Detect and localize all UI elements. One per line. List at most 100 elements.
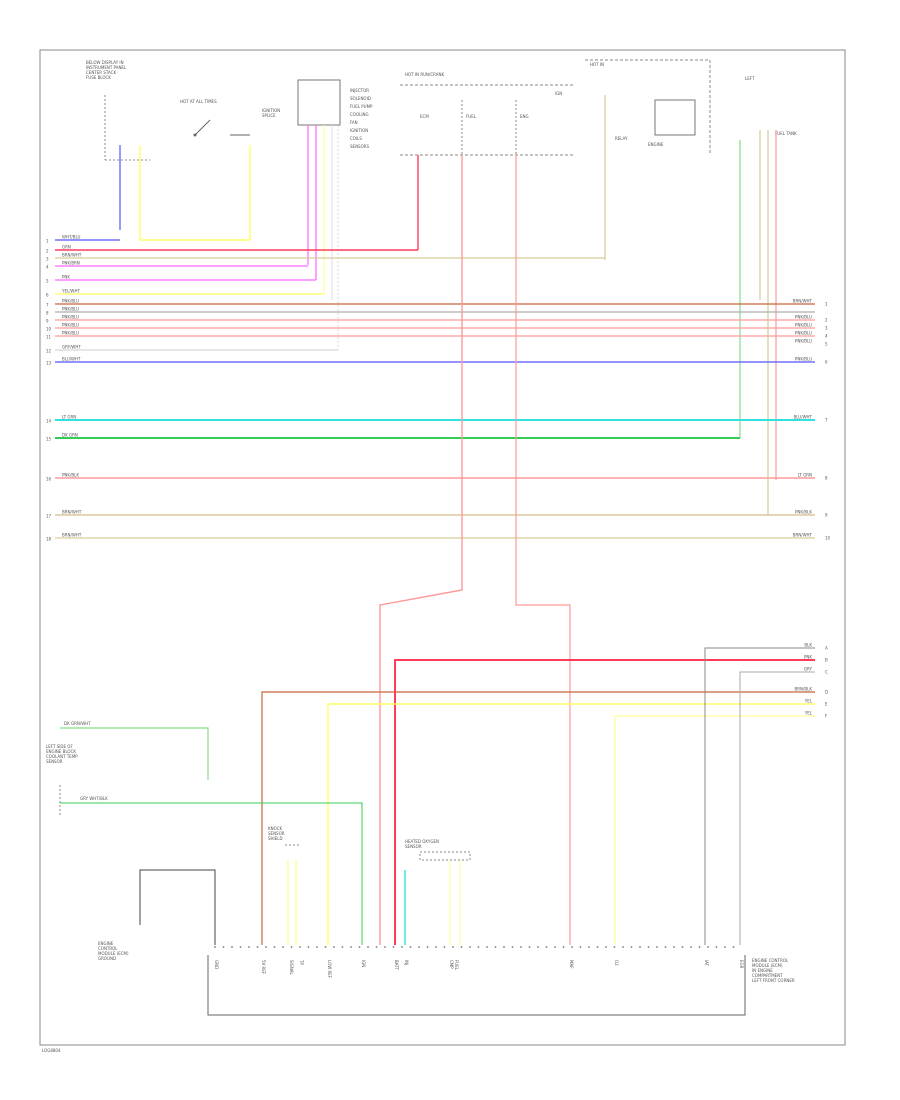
connector-pin: [358, 946, 361, 948]
connector-pin: [613, 946, 616, 948]
left-bus-label: DK GRN: [62, 433, 78, 438]
left-bus-label: BLU/WHT: [62, 357, 81, 362]
connector-pin: [384, 946, 386, 948]
splice-vert-text: INJECTOR: [350, 88, 369, 93]
connector-pin: [537, 946, 539, 948]
ecm-bracket: [207, 955, 746, 1016]
connector-pin: [469, 946, 471, 948]
splice-vert-text-2: SOLENOID: [350, 96, 371, 101]
right-bus-labels: BRN/WHT1PNK/BLU2PNK/BLU3PNK/BLU4PNK/BLU5…: [793, 299, 831, 719]
connector-pin: [656, 946, 658, 948]
left-bus-label: PNK/BLU: [62, 307, 79, 312]
left-bus-label: YEL/WHT: [61, 289, 81, 294]
splice-vert-text-4: COOLING: [350, 112, 369, 117]
connector-pin: [724, 946, 726, 948]
connector-pin-label: INJ: [404, 960, 409, 965]
page-id: LOG8804: [42, 1048, 61, 1053]
right-bus-label: LT GRN: [798, 473, 812, 478]
connector-pin: [579, 946, 582, 948]
connector-pin: [571, 946, 573, 948]
right-bus-label: PNK/BLU: [795, 315, 812, 320]
left-bus-pin: 7: [46, 303, 49, 308]
fuse-c-wire: [515, 155, 571, 945]
connector-pin: [647, 946, 650, 948]
splice-vert-text-6: IGNITION: [350, 128, 368, 133]
left-bus-label: LT GRN: [62, 415, 76, 420]
connector-pin-label: IGN: [361, 960, 366, 967]
left-bus-label: GRY/WHT: [62, 345, 81, 350]
left-bus-label: PNK/BLU: [62, 299, 79, 304]
right-bus-label: PNK/BLU: [795, 331, 812, 336]
right-top-component: LEFT FUEL TANK: [739, 76, 797, 515]
knock-label-2: SENSOR: [268, 831, 285, 836]
splice-label: IGNITION: [262, 108, 280, 113]
connector-pin-label: IAT: [704, 960, 709, 967]
coolant-label-3: COOLANT TEMP: [46, 754, 78, 759]
connector-pin: [494, 946, 497, 948]
connector-pin: [554, 946, 556, 948]
left-bus-label: PNK: [62, 275, 70, 280]
connector-pin: [477, 946, 480, 948]
connector-pin-label: EGR: [739, 960, 744, 969]
lower-right-pin: C: [825, 670, 828, 675]
connector-pin: [664, 946, 667, 948]
splice-vert-text-5: FAN: [350, 120, 358, 125]
lower-right-label: GRY: [804, 667, 813, 672]
lower-right-pin: E: [825, 702, 828, 707]
right-bus-label: BLU/WHT: [794, 415, 813, 420]
relay-label-4: FUSE BLOCK: [86, 75, 111, 80]
fuse-b: FUEL: [466, 114, 477, 119]
right-bus-pin: 2: [825, 318, 828, 323]
coolant-label-4: SENSOR: [46, 759, 63, 764]
connector-pin-label: CMP: [449, 960, 454, 969]
connector-pin: [401, 946, 403, 948]
right-bus-label: PNK/BLU: [795, 323, 812, 328]
relay-label: BELOW DISPLAY IN: [86, 60, 124, 65]
ground-label-4: GROUND: [98, 956, 116, 961]
left-bus-pin: 15: [46, 437, 52, 442]
connector-pin: [707, 946, 709, 948]
connector-pin: [503, 946, 505, 948]
ground-label-2: CONTROL: [98, 946, 118, 951]
ground-label-1: ENGINE: [98, 941, 114, 946]
connector-pin: [452, 946, 454, 948]
connector-pin: [265, 946, 267, 948]
lower-right-pin: D: [825, 690, 828, 695]
switch-component: HOT AT ALL TIMES: [140, 99, 251, 241]
connector-pin: [231, 946, 233, 948]
right-bus-label: BRN/WHT: [793, 299, 813, 304]
left-bus-label: BRN/WHT: [62, 253, 82, 258]
lower-right-label: BRN/BLK: [795, 687, 813, 692]
connector-pin: [520, 946, 522, 948]
right-bus-pin: 5: [825, 342, 828, 347]
lower-right-pin: B: [825, 658, 828, 663]
right-bus-label: PNK/BLU: [795, 339, 812, 344]
connector-pin: [367, 946, 369, 948]
relay-component: BELOW DISPLAY IN INSTRUMENT PANEL CENTER…: [86, 60, 150, 240]
connector-pin: [588, 946, 590, 948]
right-bus-label: PNK/BLU: [795, 357, 812, 362]
coolant-label-1: LEFT SIDE OF: [46, 744, 73, 749]
left-bus-pin: 9: [46, 319, 49, 324]
connector-pin: [435, 946, 437, 948]
right-bus-pin: 7: [825, 418, 828, 423]
connector-pin: [732, 946, 735, 948]
splice-box: [297, 79, 341, 126]
connector-pin-label: SIGNAL: [289, 960, 294, 976]
relay-box-label: RELAY: [615, 136, 628, 141]
fuse-block: HOT IN RUN/CRANK ECM FUEL ENG IGN: [400, 72, 575, 250]
relay-box-hot: HOT IN: [590, 62, 604, 67]
connector-pin: [698, 946, 701, 948]
coolant-label-2: ENGINE BLOCK: [46, 749, 76, 754]
connector-pin: [341, 946, 344, 948]
yellow-wire-1: [327, 703, 815, 945]
connector-pin: [248, 946, 250, 948]
connector-pin: [222, 946, 225, 948]
connector-pin: [562, 946, 565, 948]
diagram-frame: [39, 49, 846, 1046]
knock-label-1: KNOCK: [268, 826, 283, 831]
lower-right-pin: A: [825, 646, 828, 651]
connector-pin: [239, 946, 242, 948]
left-bus-label: PNK/BLU: [62, 331, 79, 336]
